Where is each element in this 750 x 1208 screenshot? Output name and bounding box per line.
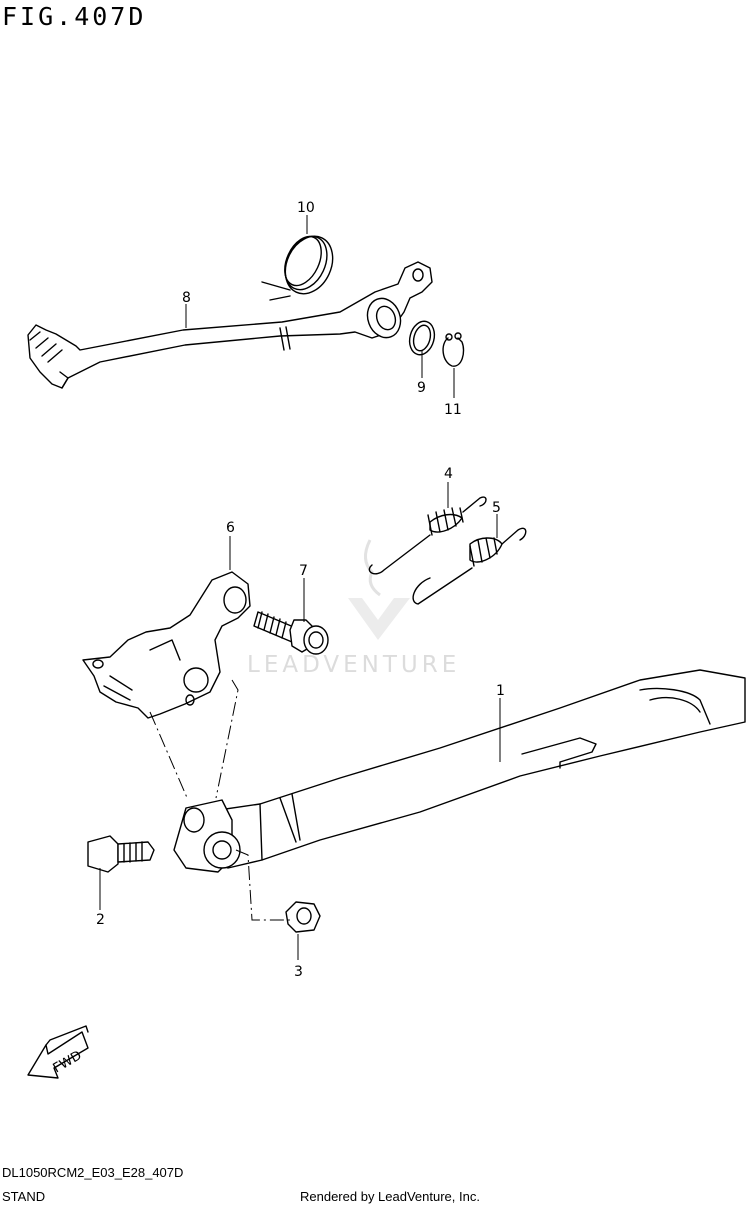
- bolt-part-7[interactable]: [253, 611, 329, 655]
- alignment-lines: [149, 679, 292, 921]
- leadventure-watermark: LEADVENTURE: [247, 539, 460, 678]
- callout-8: 8: [182, 290, 191, 306]
- return-spring-part-10[interactable]: [261, 229, 342, 302]
- section-name: STAND: [2, 1189, 46, 1204]
- brake-pedal-part-8[interactable]: [27, 261, 433, 389]
- callout-4: 4: [444, 466, 453, 482]
- washer-part-9[interactable]: [406, 318, 438, 357]
- circlip-part-11[interactable]: [442, 332, 465, 367]
- pivot-bolt-part-2[interactable]: [87, 835, 155, 873]
- credit-line: Rendered by LeadVenture, Inc.: [300, 1189, 480, 1204]
- callout-11: 11: [444, 402, 462, 418]
- watermark-text: LEADVENTURE: [247, 652, 460, 678]
- nut-part-3[interactable]: [285, 901, 321, 933]
- callout-10: 10: [297, 200, 315, 216]
- drawing-code: DL1050RCM2_E03_E28_407D: [2, 1165, 184, 1180]
- callout-2: 2: [96, 912, 105, 928]
- leader-lines: [99, 215, 501, 960]
- callout-7: 7: [299, 563, 308, 579]
- callout-9: 9: [417, 380, 426, 396]
- callout-labels: 10 8 9 11 4 5 6 7 1 2 3: [96, 200, 505, 980]
- callout-1: 1: [496, 683, 505, 699]
- side-stand-part-1[interactable]: [173, 669, 746, 873]
- spring-part-4[interactable]: [368, 496, 487, 575]
- spring-part-5[interactable]: [412, 527, 527, 605]
- callout-3: 3: [294, 964, 303, 980]
- callout-5: 5: [492, 500, 501, 516]
- figure-title: FIG.407D: [2, 2, 147, 31]
- callout-6: 6: [226, 520, 235, 536]
- stand-bracket-part-6[interactable]: [82, 571, 251, 719]
- forward-direction-arrow: FWD: [27, 1025, 89, 1079]
